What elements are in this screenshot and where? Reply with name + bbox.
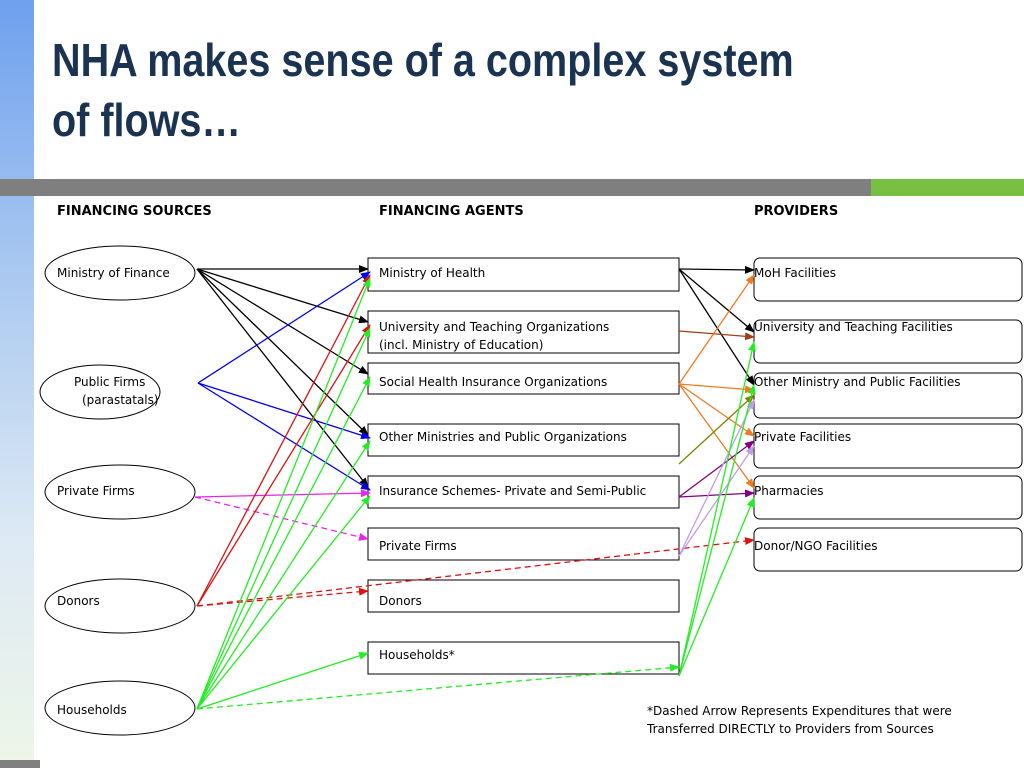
- column-header-providers: PROVIDERS: [754, 204, 839, 219]
- source-label-pubfirms: Public Firms: [74, 375, 146, 389]
- flow-arrow-mof-to-univ: [196, 268, 369, 324]
- title-rule: [0, 179, 871, 196]
- agent-label-ins: Insurance Schemes- Private and Semi-Publ…: [379, 484, 647, 498]
- flow-arrow-privfirms-to-privf-dashed: [194, 496, 369, 541]
- title-rule-accent: [871, 179, 1024, 196]
- bottom-accent: [0, 760, 40, 768]
- agent-node-ins: [367, 475, 680, 509]
- footnote-line: *Dashed Arrow Represents Expenditures th…: [647, 704, 952, 718]
- provider-label-otherf: Other Ministry and Public Facilities: [754, 375, 961, 389]
- provider-label-univf: University and Teaching Facilities: [754, 320, 953, 334]
- flow-arrow-hh-to-hh: [196, 651, 369, 710]
- provider-label-mohf: MoH Facilities: [754, 266, 836, 280]
- flow-arrow-hh-to-othermin: [196, 440, 371, 710]
- flow-arrow-privf-to-privf: [678, 445, 755, 557]
- source-node-donors: [44, 578, 196, 634]
- flow-arrow-ins-to-privf: [678, 440, 755, 498]
- agent-node-hh: [367, 641, 680, 675]
- flow-arrow-donors-to-moh: [196, 274, 371, 607]
- agent-label-univ: (incl. Ministry of Education): [379, 338, 544, 352]
- flow-arrow-hh-to-pharm: [678, 497, 755, 677]
- flow-arrow-othermin-to-otherf: [678, 394, 755, 465]
- agent-node-othermin: [367, 423, 680, 457]
- agent-node-shi: [367, 362, 680, 395]
- source-node-hh: [44, 680, 196, 736]
- agent-node-moh: [367, 257, 680, 292]
- provider-label-pharm: Pharmacies: [754, 484, 824, 498]
- flow-arrow-mof-to-shi: [196, 268, 369, 375]
- provider-label-privf: Private Facilities: [754, 430, 852, 444]
- source-label-pubfirms: (parastatals): [82, 393, 159, 407]
- flow-arrow-hh-to-univ: [196, 327, 371, 710]
- agent-label-privf: Private Firms: [379, 539, 457, 553]
- flow-arrow-pubfirms-to-othermin: [197, 382, 371, 440]
- flow-arrow-donors-to-don-dashed: [196, 587, 369, 607]
- source-node-mof: [44, 245, 196, 301]
- flow-arrow-mof-to-ins: [196, 268, 369, 488]
- column-header-agents: FINANCING AGENTS: [379, 204, 524, 219]
- source-label-hh: Households: [57, 703, 127, 717]
- flow-arrow-hh-to-otherf: [678, 384, 756, 677]
- agent-label-hh: Households*: [379, 648, 455, 662]
- flow-arrow-hh-to-ins: [196, 495, 371, 710]
- flow-arrow-hh-to-moh: [196, 277, 371, 710]
- provider-label-ngo: Donor/NGO Facilities: [754, 539, 878, 553]
- agent-label-univ: University and Teaching Organizations: [379, 320, 610, 334]
- source-node-pubfirms: [39, 364, 161, 420]
- flow-arrow-shi-to-pharm: [678, 383, 755, 489]
- flow-arrow-moh-to-mohf: [678, 265, 755, 274]
- agent-label-othermin: Other Ministries and Public Organization…: [379, 430, 627, 444]
- provider-node-ngo: [753, 527, 1023, 572]
- slide-title: NHA makes sense of a complex system of f…: [52, 34, 794, 146]
- flow-arrow-moh-to-univf: [678, 268, 755, 333]
- source-label-privfirms: Private Firms: [57, 484, 135, 498]
- flow-arrow-univ-to-univf: [678, 330, 755, 341]
- footnote-line: Transferred DIRECTLY to Providers from S…: [647, 722, 934, 736]
- flow-arrow-hh-to-shi: [196, 376, 371, 710]
- flow-arrow-pubfirms-to-moh: [197, 271, 371, 384]
- flow-arrow-shi-to-otherf: [678, 383, 755, 394]
- source-node-privfirms: [44, 464, 196, 520]
- column-header-sources: FINANCING SOURCES: [57, 204, 212, 219]
- flow-arrow-ins-to-pharm: [678, 489, 755, 498]
- agent-label-don: Donors: [379, 594, 422, 608]
- flow-arrow-pubfirms-to-ins: [197, 382, 371, 491]
- flow-arrow-shi-to-mohf: [678, 274, 755, 385]
- flow-arrow-mof-to-othermin: [196, 268, 369, 436]
- flow-arrow-hh-to-hh-dashed: [196, 663, 680, 710]
- agent-node-univ: [367, 310, 680, 354]
- left-gradient-bar: [0, 0, 34, 768]
- agent-label-moh: Ministry of Health: [379, 266, 486, 280]
- flow-arrow-hh-to-univf: [678, 341, 756, 677]
- source-label-mof: Ministry of Finance: [57, 266, 170, 280]
- agent-node-don: [367, 579, 680, 613]
- footnote: *Dashed Arrow Represents Expenditures th…: [647, 702, 952, 738]
- agent-label-shi: Social Health Insurance Organizations: [379, 375, 608, 389]
- flow-arrow-moh-to-otherf: [678, 268, 755, 386]
- source-label-donors: Donors: [57, 594, 100, 608]
- flow-arrow-privf-to-otherf: [678, 399, 755, 557]
- flow-arrow-donors-to-univ: [196, 324, 371, 607]
